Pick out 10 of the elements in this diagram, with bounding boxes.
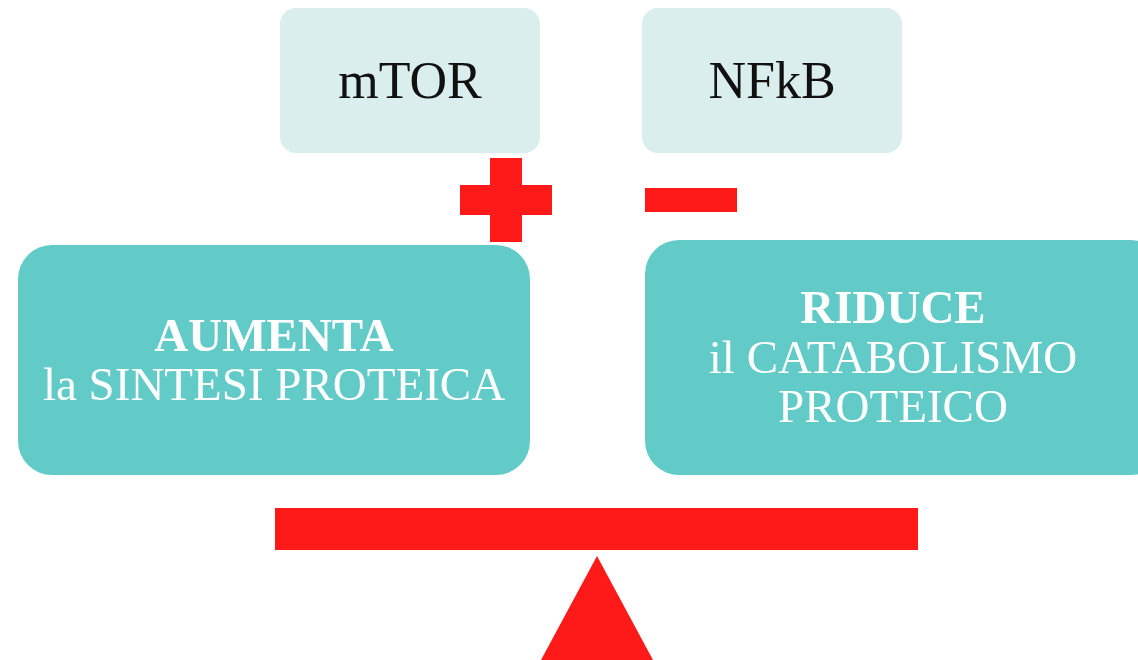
protein-box bbox=[280, 8, 540, 153]
heading-text: RIDUCE bbox=[800, 283, 986, 333]
effect-box bbox=[18, 245, 530, 475]
heading-text: AUMENTA bbox=[154, 310, 394, 360]
protein-box bbox=[642, 8, 902, 153]
body-text: il CATABOLISMO PROTEICO bbox=[707, 332, 1079, 432]
label-text: mTOR bbox=[338, 51, 482, 110]
effect-box bbox=[645, 240, 1138, 475]
label-text: NFkB bbox=[708, 51, 836, 110]
body-text: la SINTESI PROTEICA bbox=[42, 360, 506, 410]
